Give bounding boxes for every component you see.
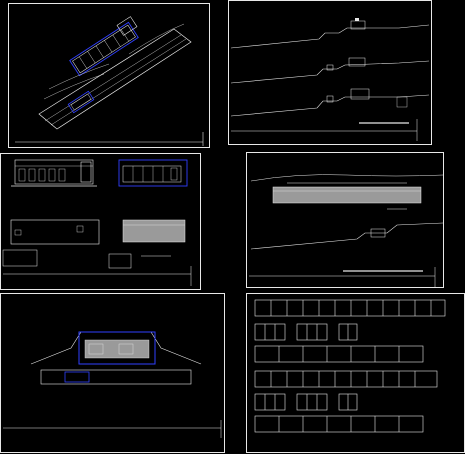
elevations-drawing <box>2 159 192 286</box>
sheet-schedule-tables[interactable] <box>246 293 465 453</box>
sheet-roof-plan[interactable] <box>0 293 225 453</box>
terrain-sections-drawing <box>230 18 430 141</box>
sheet-long-section[interactable] <box>246 152 444 288</box>
schedule-tables-drawing <box>254 299 446 433</box>
roof-plan-drawing <box>3 331 222 438</box>
sheet-terrain-sections[interactable] <box>228 0 432 145</box>
site-plan-drawing <box>15 16 204 146</box>
long-section-drawing <box>249 174 444 287</box>
sheet-site-plan-diagonal[interactable] <box>8 3 210 148</box>
sheet-elevations-and-plans[interactable] <box>0 153 201 290</box>
